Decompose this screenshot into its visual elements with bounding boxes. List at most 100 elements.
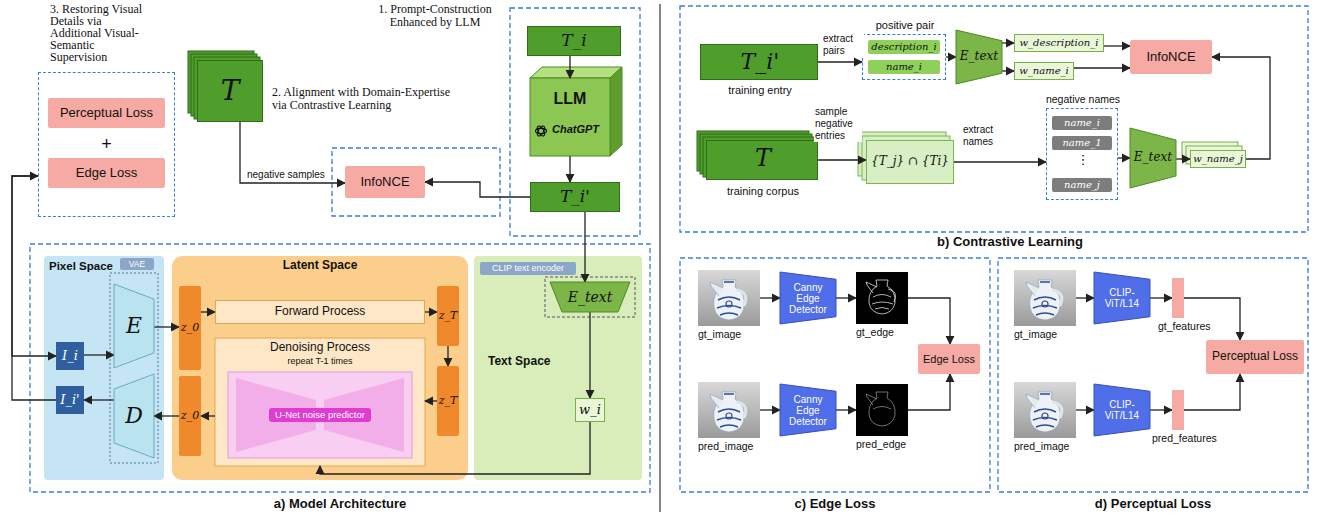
trapezoid-outline	[1130, 128, 1176, 188]
loss-box: Perceptual Loss	[48, 98, 165, 128]
node-text: CLIP-ViT/L14	[1096, 399, 1148, 421]
flow-arrow	[447, 346, 448, 366]
unet-fill	[228, 372, 412, 458]
node-text: +	[101, 134, 112, 155]
dashed-frames	[30, 6, 1308, 492]
node-text: negative names	[1037, 93, 1129, 105]
trapezoid-outline	[780, 384, 836, 436]
flow-arrow	[240, 122, 345, 183]
flow-arrow	[1104, 45, 1130, 46]
node-text: pred_edge	[856, 438, 906, 450]
annotation-label: 1. Prompt-Construction Enhanced by LLM	[360, 3, 510, 29]
flow-arrow	[84, 399, 114, 400]
field-bar: name_i	[868, 60, 940, 74]
trapezoid-outline	[1094, 272, 1150, 324]
encoder-trapezoid: CLIP-ViT/L14	[1094, 272, 1150, 324]
flow-arrow	[154, 326, 179, 327]
text-panel-fill	[474, 256, 642, 480]
trapezoid-outline	[114, 284, 154, 368]
image-tile: gt_image	[698, 270, 760, 326]
flow-arrow	[908, 374, 950, 410]
flow-arrow	[1184, 298, 1240, 340]
encoder-outline	[545, 277, 635, 317]
flow-arrow	[1150, 409, 1172, 410]
loss-box: Perceptual Loss	[1206, 340, 1304, 374]
flow-arrow	[12, 176, 56, 400]
node-text: w_name_j	[1193, 153, 1242, 165]
flow-arrow	[818, 159, 866, 160]
node-text: Denoising Process	[215, 341, 425, 355]
image-tile: gt_image	[1014, 270, 1076, 326]
logo-petal	[536, 125, 546, 137]
node-text: z_0	[181, 322, 199, 335]
node-text: E_text	[568, 289, 613, 305]
node-text: U-Net noise predictor	[269, 408, 371, 423]
trapezoid-outline	[780, 272, 836, 324]
node-text: CLIP text encoder	[492, 262, 564, 275]
annotation-label: 3. Restoring Visual Details via Addition…	[50, 3, 154, 63]
dashed-frame	[510, 8, 640, 236]
edge-label: extract pairs	[822, 33, 864, 57]
node-text: positive pair	[853, 19, 957, 32]
loss-box: Edge Loss	[918, 344, 980, 374]
node-text: Edge Loss	[923, 353, 975, 366]
node-text: E_text	[1134, 151, 1172, 165]
llm-cube-top	[530, 67, 622, 78]
node-text: Edge Loss	[76, 166, 137, 181]
node-text: pred_image	[698, 440, 753, 452]
corpus-box: Ttraining corpus	[706, 140, 818, 180]
pixel-panel-fill	[44, 256, 164, 480]
trapezoid-outline	[956, 30, 1002, 84]
node-text: w_name_i	[1019, 65, 1069, 77]
embedding-box: w_name_j	[1190, 150, 1246, 168]
node-text: Text Space	[488, 355, 550, 369]
flow-arrow	[818, 61, 862, 62]
prompt-box: T_i'training entry	[700, 44, 818, 80]
flow-arrow	[584, 212, 585, 282]
node-text: Pixel Space	[49, 260, 113, 273]
annotation-label: 2. Alignment with Domain-Expertise via C…	[272, 86, 460, 112]
node-text: Latent Space	[172, 259, 468, 273]
node-text: T_i'	[701, 49, 819, 74]
node-text: z_T	[439, 395, 458, 408]
latent-panel-fill	[172, 256, 468, 480]
flow-arrow	[760, 409, 780, 410]
node-text: {T_j} ∩ {Ti}	[871, 155, 949, 169]
node-text: T	[221, 75, 240, 107]
flow-arrow	[1002, 42, 1014, 43]
module-tab: CLIP text encoder	[480, 262, 576, 275]
encoder-trapezoid: CLIP-ViT/L14	[1094, 384, 1150, 436]
logo-petal	[536, 125, 546, 137]
panel-caption: a) Model Architecture	[240, 496, 440, 511]
panel-caption: b) Contrastive Learning	[900, 234, 1120, 249]
embedding-box: w_i	[575, 398, 605, 422]
gt-photo	[1014, 270, 1076, 326]
node-text: I_i	[62, 349, 78, 364]
flow-arrow	[1118, 157, 1130, 158]
flow-arrow	[425, 400, 437, 401]
node-text: gt_edge	[856, 326, 894, 338]
image-tile: pred_edge	[856, 384, 908, 436]
chatgpt-logo	[536, 125, 547, 137]
image-box: I_i	[56, 342, 84, 370]
node-text: name_1	[1062, 137, 1101, 149]
pred-photo	[698, 382, 760, 438]
pred-photo	[1014, 382, 1076, 438]
panel-caption: c) Edge Loss	[735, 496, 935, 511]
flow-arrow	[1002, 70, 1014, 71]
prompt-box: T_i'	[530, 182, 620, 212]
node-text: gt_features	[1158, 320, 1211, 332]
node-text: T	[707, 145, 819, 173]
pair-group: positive pairdescription_iname_i	[862, 34, 946, 80]
field-bar: description_i	[868, 40, 940, 54]
node-text: Canny Edge Detector	[782, 394, 834, 427]
panel-caption: d) Perceptual Loss	[1053, 496, 1253, 511]
image-box: I_i'	[56, 386, 84, 414]
feature-bar: gt_features	[1172, 278, 1184, 318]
node-text: pred_features	[1152, 432, 1217, 444]
gt-edge-map	[856, 272, 908, 324]
image-tile: pred_image	[698, 382, 760, 438]
corpus-box: T	[197, 60, 263, 122]
node-text: description_i	[871, 41, 936, 53]
